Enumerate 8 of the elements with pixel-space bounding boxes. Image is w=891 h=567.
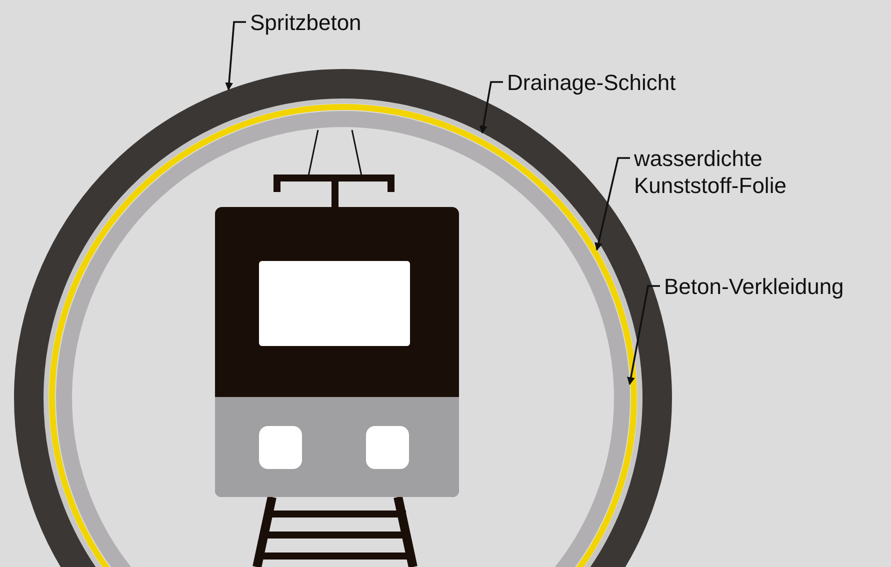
leader-line — [225, 21, 246, 91]
layer-label: Spritzbeton — [250, 9, 362, 36]
leader-line — [479, 81, 503, 134]
leader-line — [594, 157, 630, 251]
layer-label: Beton-Verkleidung — [664, 273, 844, 300]
layer-label: wasserdichte Kunststoff-Folie — [634, 145, 834, 199]
leader-line — [627, 285, 660, 386]
layer-label: Drainage-Schicht — [507, 69, 676, 96]
